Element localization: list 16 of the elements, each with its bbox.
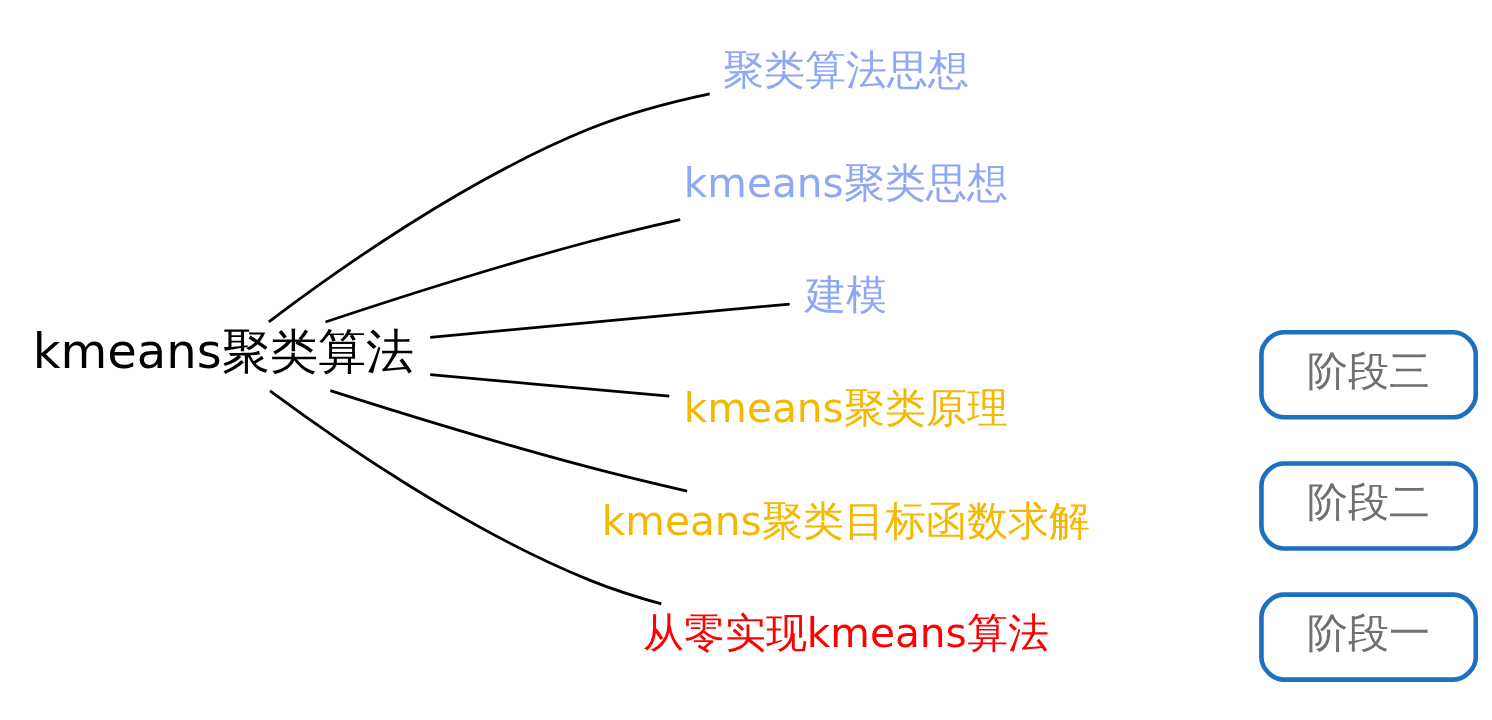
node-text: kmeans聚类目标函数求解 xyxy=(601,496,1090,545)
connector xyxy=(269,389,662,606)
node-box: 阶段一 xyxy=(1259,592,1479,682)
connector xyxy=(430,302,790,339)
node-text: kmeans聚类原理 xyxy=(683,384,1008,433)
node-text: 建模 xyxy=(804,271,887,320)
node-text: 从零实现kmeans算法 xyxy=(642,609,1049,658)
connector xyxy=(268,92,710,323)
node-text: 聚类算法思想 xyxy=(722,45,969,94)
node-text: kmeans聚类算法 xyxy=(32,322,414,379)
connector xyxy=(430,373,670,398)
connector xyxy=(325,218,681,324)
node-box: 阶段二 xyxy=(1259,461,1479,551)
node-box: 阶段三 xyxy=(1259,330,1479,420)
connector xyxy=(329,389,688,493)
node-text: kmeans聚类思想 xyxy=(683,158,1008,207)
